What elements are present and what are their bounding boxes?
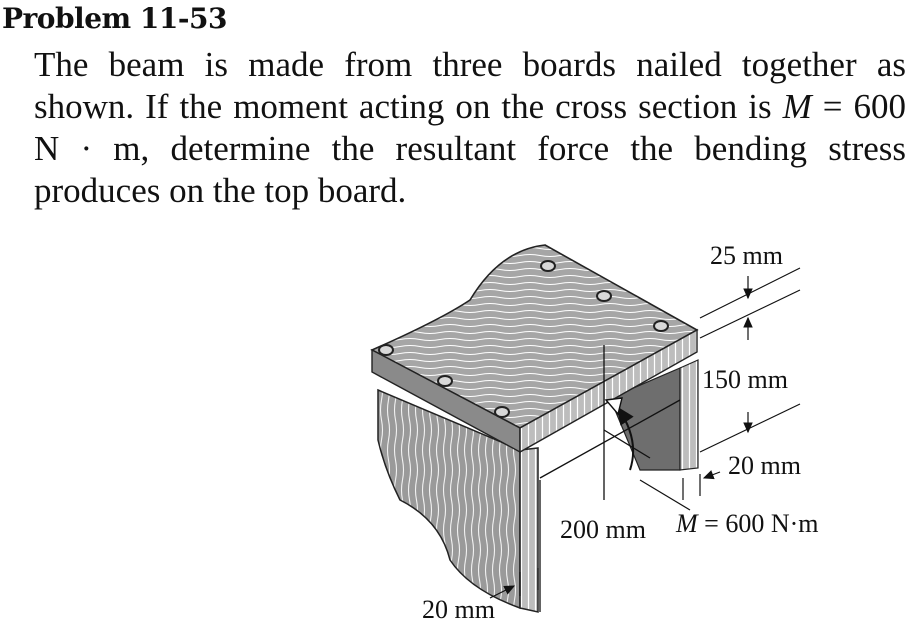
moment-symbol: M — [782, 87, 812, 126]
dimension-lines — [489, 267, 801, 599]
dim-web-thickness-right-label: 20 mm — [728, 451, 801, 480]
nail-heads — [378, 260, 669, 418]
problem-statement: The beam is made from three boards naile… — [34, 44, 906, 212]
nail-head — [378, 344, 394, 356]
nail-head — [494, 406, 510, 418]
moment-label-value: = 600 N·m — [698, 509, 819, 538]
nail-head — [437, 375, 453, 387]
statement-part2: , determine the resultant force the bend… — [34, 129, 907, 210]
dim-web-height-label: 150 mm — [702, 365, 788, 394]
problem-title: Problem 11-53 — [2, 2, 227, 35]
dim-top-width-label: 200 mm — [560, 515, 646, 544]
statement-part1: The beam is made from three boards naile… — [34, 45, 906, 126]
nail-head — [653, 320, 669, 332]
dim-top-thickness-label: 25 mm — [710, 241, 783, 270]
nail-head — [596, 290, 612, 302]
moment-label-symbol: M — [675, 509, 699, 538]
moment-label: M = 600 N·m — [675, 509, 819, 538]
top-board — [370, 244, 699, 454]
dim-web-thickness-left-label: 20 mm — [422, 595, 495, 624]
moment-arrow-head — [604, 397, 623, 416]
moment-arrow — [616, 406, 635, 471]
moment-expression: = 600 N · m — [34, 87, 906, 168]
section-axes — [539, 345, 681, 612]
web-board — [377, 359, 699, 613]
nail-head — [540, 260, 556, 272]
